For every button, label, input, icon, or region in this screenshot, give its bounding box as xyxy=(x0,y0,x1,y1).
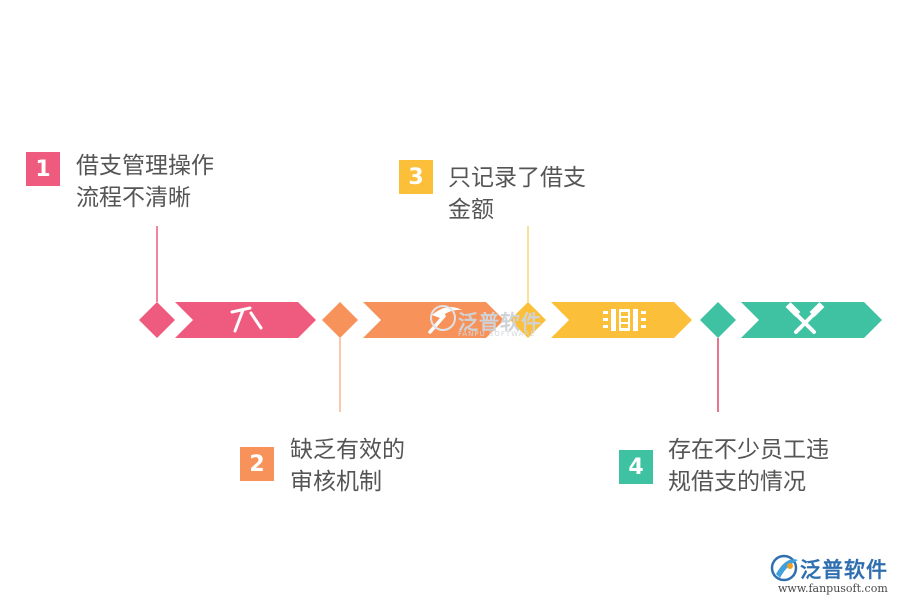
chevron-arrow-1 xyxy=(175,302,316,338)
diamond-marker-1 xyxy=(139,302,175,338)
item-text-2: 缺乏有效的 审核机制 xyxy=(290,437,405,495)
diamond-marker-3 xyxy=(510,302,546,338)
diamond-marker-2 xyxy=(322,302,358,338)
diamond-marker-4 xyxy=(700,302,736,338)
crossed-hammers-icon xyxy=(785,302,825,334)
watermark-subtext: FANPU SOFTWARE xyxy=(458,330,536,338)
item-text-4: 存在不少员工违 规借支的情况 xyxy=(668,437,829,495)
watermark-logo-icon xyxy=(430,305,456,331)
film-strip-icon xyxy=(603,309,646,331)
number-badge-2: 2 xyxy=(240,447,274,481)
number-badge-1: 1 xyxy=(26,152,60,186)
brand-url: www.fanpusoft.com xyxy=(778,582,888,595)
brand-name: 泛普软件 xyxy=(800,558,888,582)
chevron-arrow-4 xyxy=(741,302,882,338)
item-text-1: 借支管理操作 流程不清晰 xyxy=(76,153,214,211)
chevron-arrow-2 xyxy=(363,302,504,338)
item-text-3: 只记录了借支 金额 xyxy=(448,165,586,223)
number-badge-4: 4 xyxy=(619,450,653,484)
number-badge-3: 3 xyxy=(399,160,433,194)
fanpu-logo-icon xyxy=(770,554,798,582)
watermark-text: 泛普软件 xyxy=(458,310,542,334)
hammer-icon xyxy=(230,306,263,333)
hammer-icon xyxy=(428,306,462,334)
